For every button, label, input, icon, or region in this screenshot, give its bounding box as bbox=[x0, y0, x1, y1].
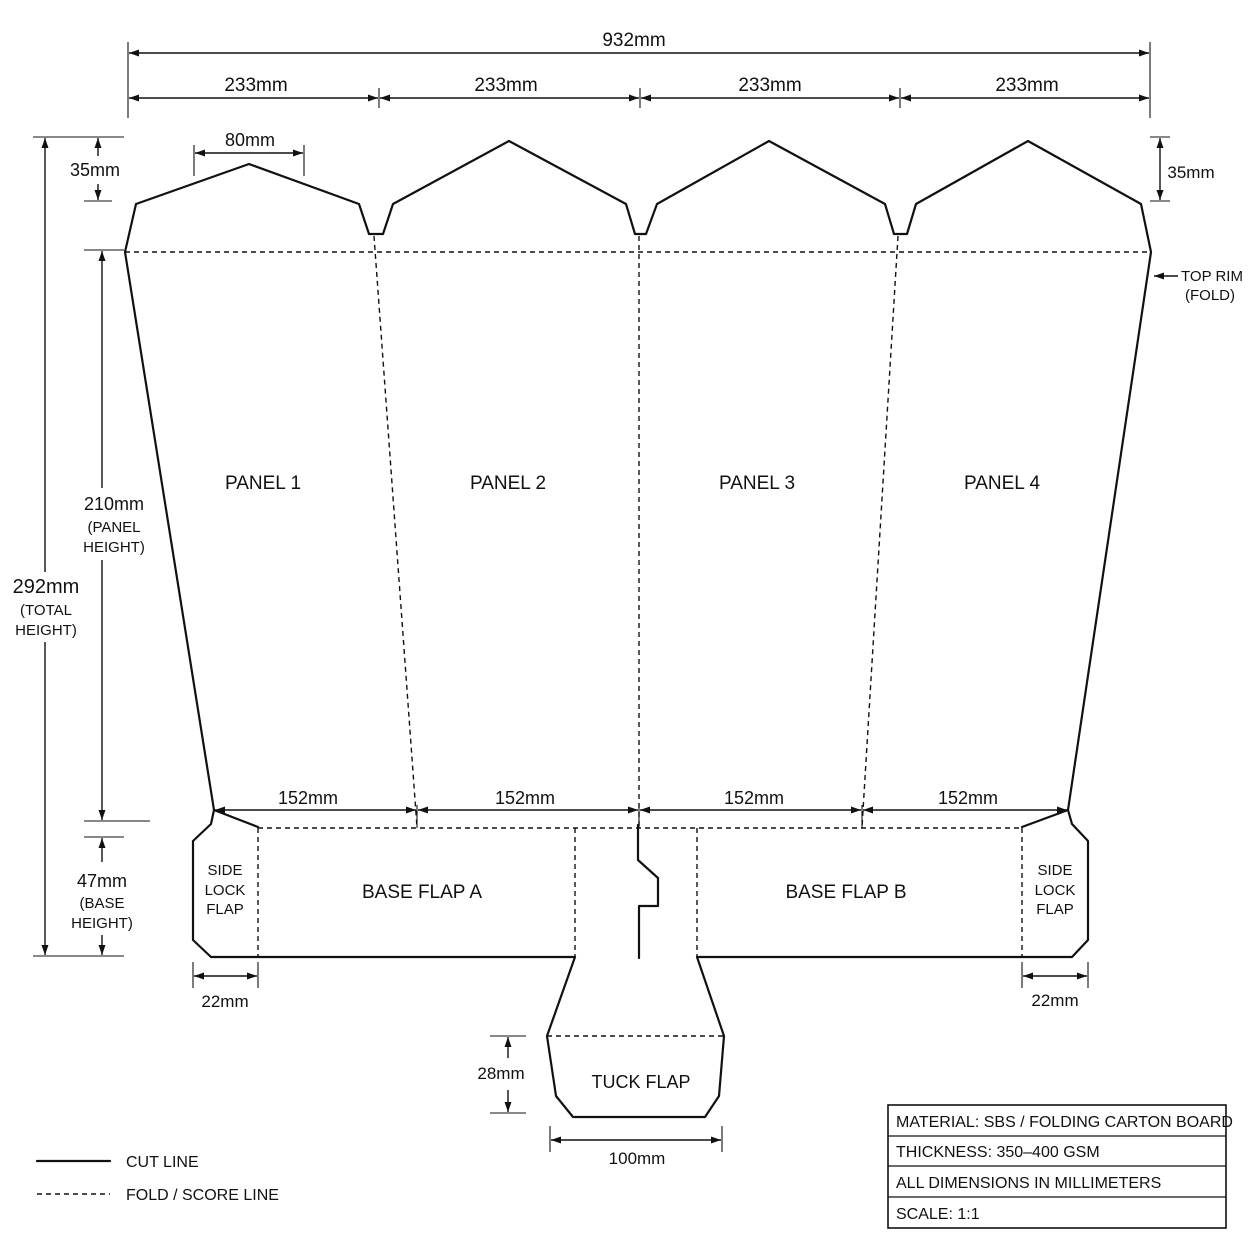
side-lock-left-line-2: LOCK bbox=[205, 882, 246, 899]
bottom-width-label-3: 152mm bbox=[724, 788, 784, 808]
region-labels: PANEL 1 PANEL 2 PANEL 3 PANEL 4 BASE FLA… bbox=[205, 473, 1076, 1092]
tuck-lock-slot-cut bbox=[636, 823, 660, 960]
fold-lines bbox=[125, 235, 1151, 1037]
bottom-width-label-2: 152mm bbox=[495, 788, 555, 808]
tuck-flap-label: TUCK FLAP bbox=[591, 1072, 690, 1092]
panel-3-label: PANEL 3 bbox=[719, 473, 795, 494]
line-legend: CUT LINE FOLD / SCORE LINE bbox=[35, 1154, 279, 1204]
side-flap-width-left-label: 22mm bbox=[201, 992, 248, 1011]
side-lock-left-line-1: SIDE bbox=[207, 862, 242, 879]
dimension-labels: 932mm 233mm 233mm 233mm 233mm 80mm 35mm … bbox=[13, 30, 1243, 1168]
tuck-height-label: 28mm bbox=[477, 1064, 524, 1083]
side-lock-right-line-3: FLAP bbox=[1036, 901, 1074, 918]
top-rim-fold-label: (FOLD) bbox=[1185, 287, 1235, 304]
spec-thickness: THICKNESS: 350–400 GSM bbox=[896, 1144, 1100, 1161]
peak-height-right-label: 35mm bbox=[1167, 163, 1214, 182]
side-lock-right-line-2: LOCK bbox=[1035, 882, 1076, 899]
peak-width-label: 80mm bbox=[225, 130, 275, 150]
base-height-label: 47mm bbox=[77, 871, 127, 891]
side-lock-left-line-3: FLAP bbox=[206, 901, 244, 918]
base-edge-right-cut bbox=[1020, 808, 1070, 829]
overall-width-label: 932mm bbox=[602, 30, 665, 51]
panel-2-label: PANEL 2 bbox=[470, 473, 546, 494]
base-height-note-2: HEIGHT) bbox=[71, 915, 133, 932]
dimension-lines bbox=[33, 42, 1178, 1152]
panel-height-note-1: (PANEL bbox=[87, 519, 140, 536]
panel-height-label: 210mm bbox=[84, 494, 144, 514]
side-lock-right-line-1: SIDE bbox=[1037, 862, 1072, 879]
panel-width-label-2: 233mm bbox=[474, 75, 537, 96]
spec-units: ALL DIMENSIONS IN MILLIMETERS bbox=[896, 1175, 1161, 1192]
panel-1-label: PANEL 1 bbox=[225, 473, 301, 494]
panel-height-note-2: HEIGHT) bbox=[83, 539, 145, 556]
bottom-width-label-1: 152mm bbox=[278, 788, 338, 808]
side-flap-width-right-label: 22mm bbox=[1031, 991, 1078, 1010]
spec-material: MATERIAL: SBS / FOLDING CARTON BOARD bbox=[896, 1114, 1233, 1131]
panel-width-label-4: 233mm bbox=[995, 75, 1058, 96]
bottom-width-label-4: 152mm bbox=[938, 788, 998, 808]
top-rim-label: TOP RIM bbox=[1181, 268, 1243, 285]
base-flap-b-label: BASE FLAP B bbox=[785, 882, 906, 903]
panel-4-label: PANEL 4 bbox=[964, 473, 1040, 494]
panel-width-label-1: 233mm bbox=[224, 75, 287, 96]
panel-width-label-3: 233mm bbox=[738, 75, 801, 96]
panel-fold-1-2 bbox=[373, 235, 418, 828]
total-height-note-1: (TOTAL bbox=[20, 602, 72, 619]
base-edge-left-cut bbox=[212, 808, 260, 829]
legend-fold-label: FOLD / SCORE LINE bbox=[126, 1187, 279, 1204]
cut-lines bbox=[123, 139, 1153, 1119]
total-height-label: 292mm bbox=[13, 576, 80, 598]
base-flap-a-label: BASE FLAP A bbox=[362, 882, 482, 903]
spec-scale: SCALE: 1:1 bbox=[896, 1206, 980, 1223]
peak-height-left-label: 35mm bbox=[70, 160, 120, 180]
tuck-width-label: 100mm bbox=[609, 1149, 666, 1168]
total-height-note-2: HEIGHT) bbox=[15, 622, 77, 639]
spec-table: MATERIAL: SBS / FOLDING CARTON BOARD THI… bbox=[887, 1104, 1233, 1229]
base-height-note-1: (BASE bbox=[79, 895, 124, 912]
panel-fold-3-4 bbox=[861, 235, 899, 828]
outer-die-cut-outline bbox=[123, 139, 1153, 1119]
legend-cut-label: CUT LINE bbox=[126, 1154, 199, 1171]
